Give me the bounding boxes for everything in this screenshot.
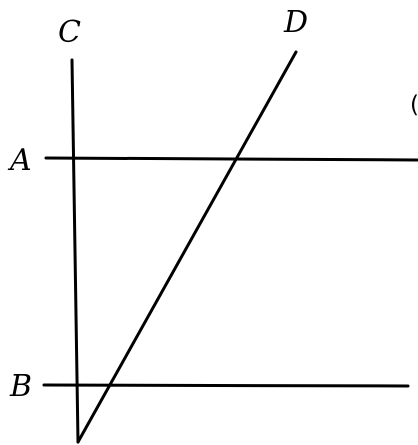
label-a: A <box>7 143 32 178</box>
label-d: D <box>283 5 308 40</box>
cropped-text: امدین) <box>410 92 418 118</box>
line-a <box>44 156 418 162</box>
line-c <box>70 58 80 444</box>
label-b: B <box>9 369 32 404</box>
label-c: C <box>58 15 81 50</box>
line-b <box>42 383 410 388</box>
line-d <box>76 50 298 444</box>
